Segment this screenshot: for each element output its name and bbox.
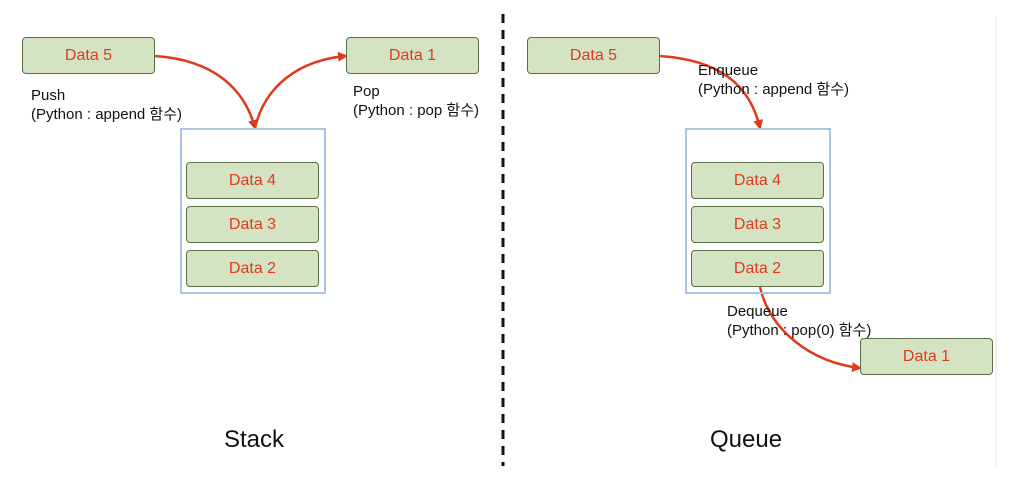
push-arrow [154,54,258,130]
queue-item-label: Data 3 [733,215,782,233]
queue-item: Data 4 [691,162,824,199]
pop-detail: (Python : pop 함수) [353,102,479,119]
stack-item: Data 2 [186,250,319,287]
queue-item-label: Data 4 [733,171,782,189]
queue-incoming-label: Data 5 [569,46,618,64]
stack-outgoing-box: Data 1 [346,37,479,74]
queue-item: Data 2 [691,250,824,287]
stack-item-label: Data 3 [228,215,277,233]
pop-arrow [253,51,348,129]
stack-item: Data 3 [186,206,319,243]
enqueue-arrow [659,54,764,130]
dequeue-caption: Dequeue (Python : pop(0) 함수) [727,302,871,340]
queue-item-label: Data 2 [733,259,782,277]
dequeue-detail: (Python : pop(0) 함수) [727,322,872,339]
push-detail: (Python : append 함수) [31,106,183,123]
queue-title: Queue [710,426,783,453]
push-label: Push [31,87,66,104]
dequeue-arrow [758,286,862,373]
stack-incoming-box: Data 5 [22,37,155,74]
stack-item-label: Data 4 [228,171,277,189]
queue-incoming-box: Data 5 [527,37,660,74]
queue-container [685,128,831,294]
enqueue-label: Enqueue [698,62,759,79]
dequeue-label: Dequeue [727,303,788,320]
stack-container [180,128,326,294]
pop-label: Pop [353,83,380,100]
stack-outgoing-label: Data 1 [388,46,437,64]
stack-item-label: Data 2 [228,259,277,277]
queue-outgoing-box: Data 1 [860,338,993,375]
enqueue-detail: (Python : append 함수) [698,81,850,98]
push-caption: Push (Python : append 함수) [31,86,182,124]
queue-outgoing-label: Data 1 [902,347,951,365]
enqueue-caption: Enqueue (Python : append 함수) [698,61,849,99]
stack-incoming-label: Data 5 [64,46,113,64]
pop-caption: Pop (Python : pop 함수) [353,82,479,120]
queue-item: Data 3 [691,206,824,243]
stack-item: Data 4 [186,162,319,199]
stack-title: Stack [224,426,285,453]
